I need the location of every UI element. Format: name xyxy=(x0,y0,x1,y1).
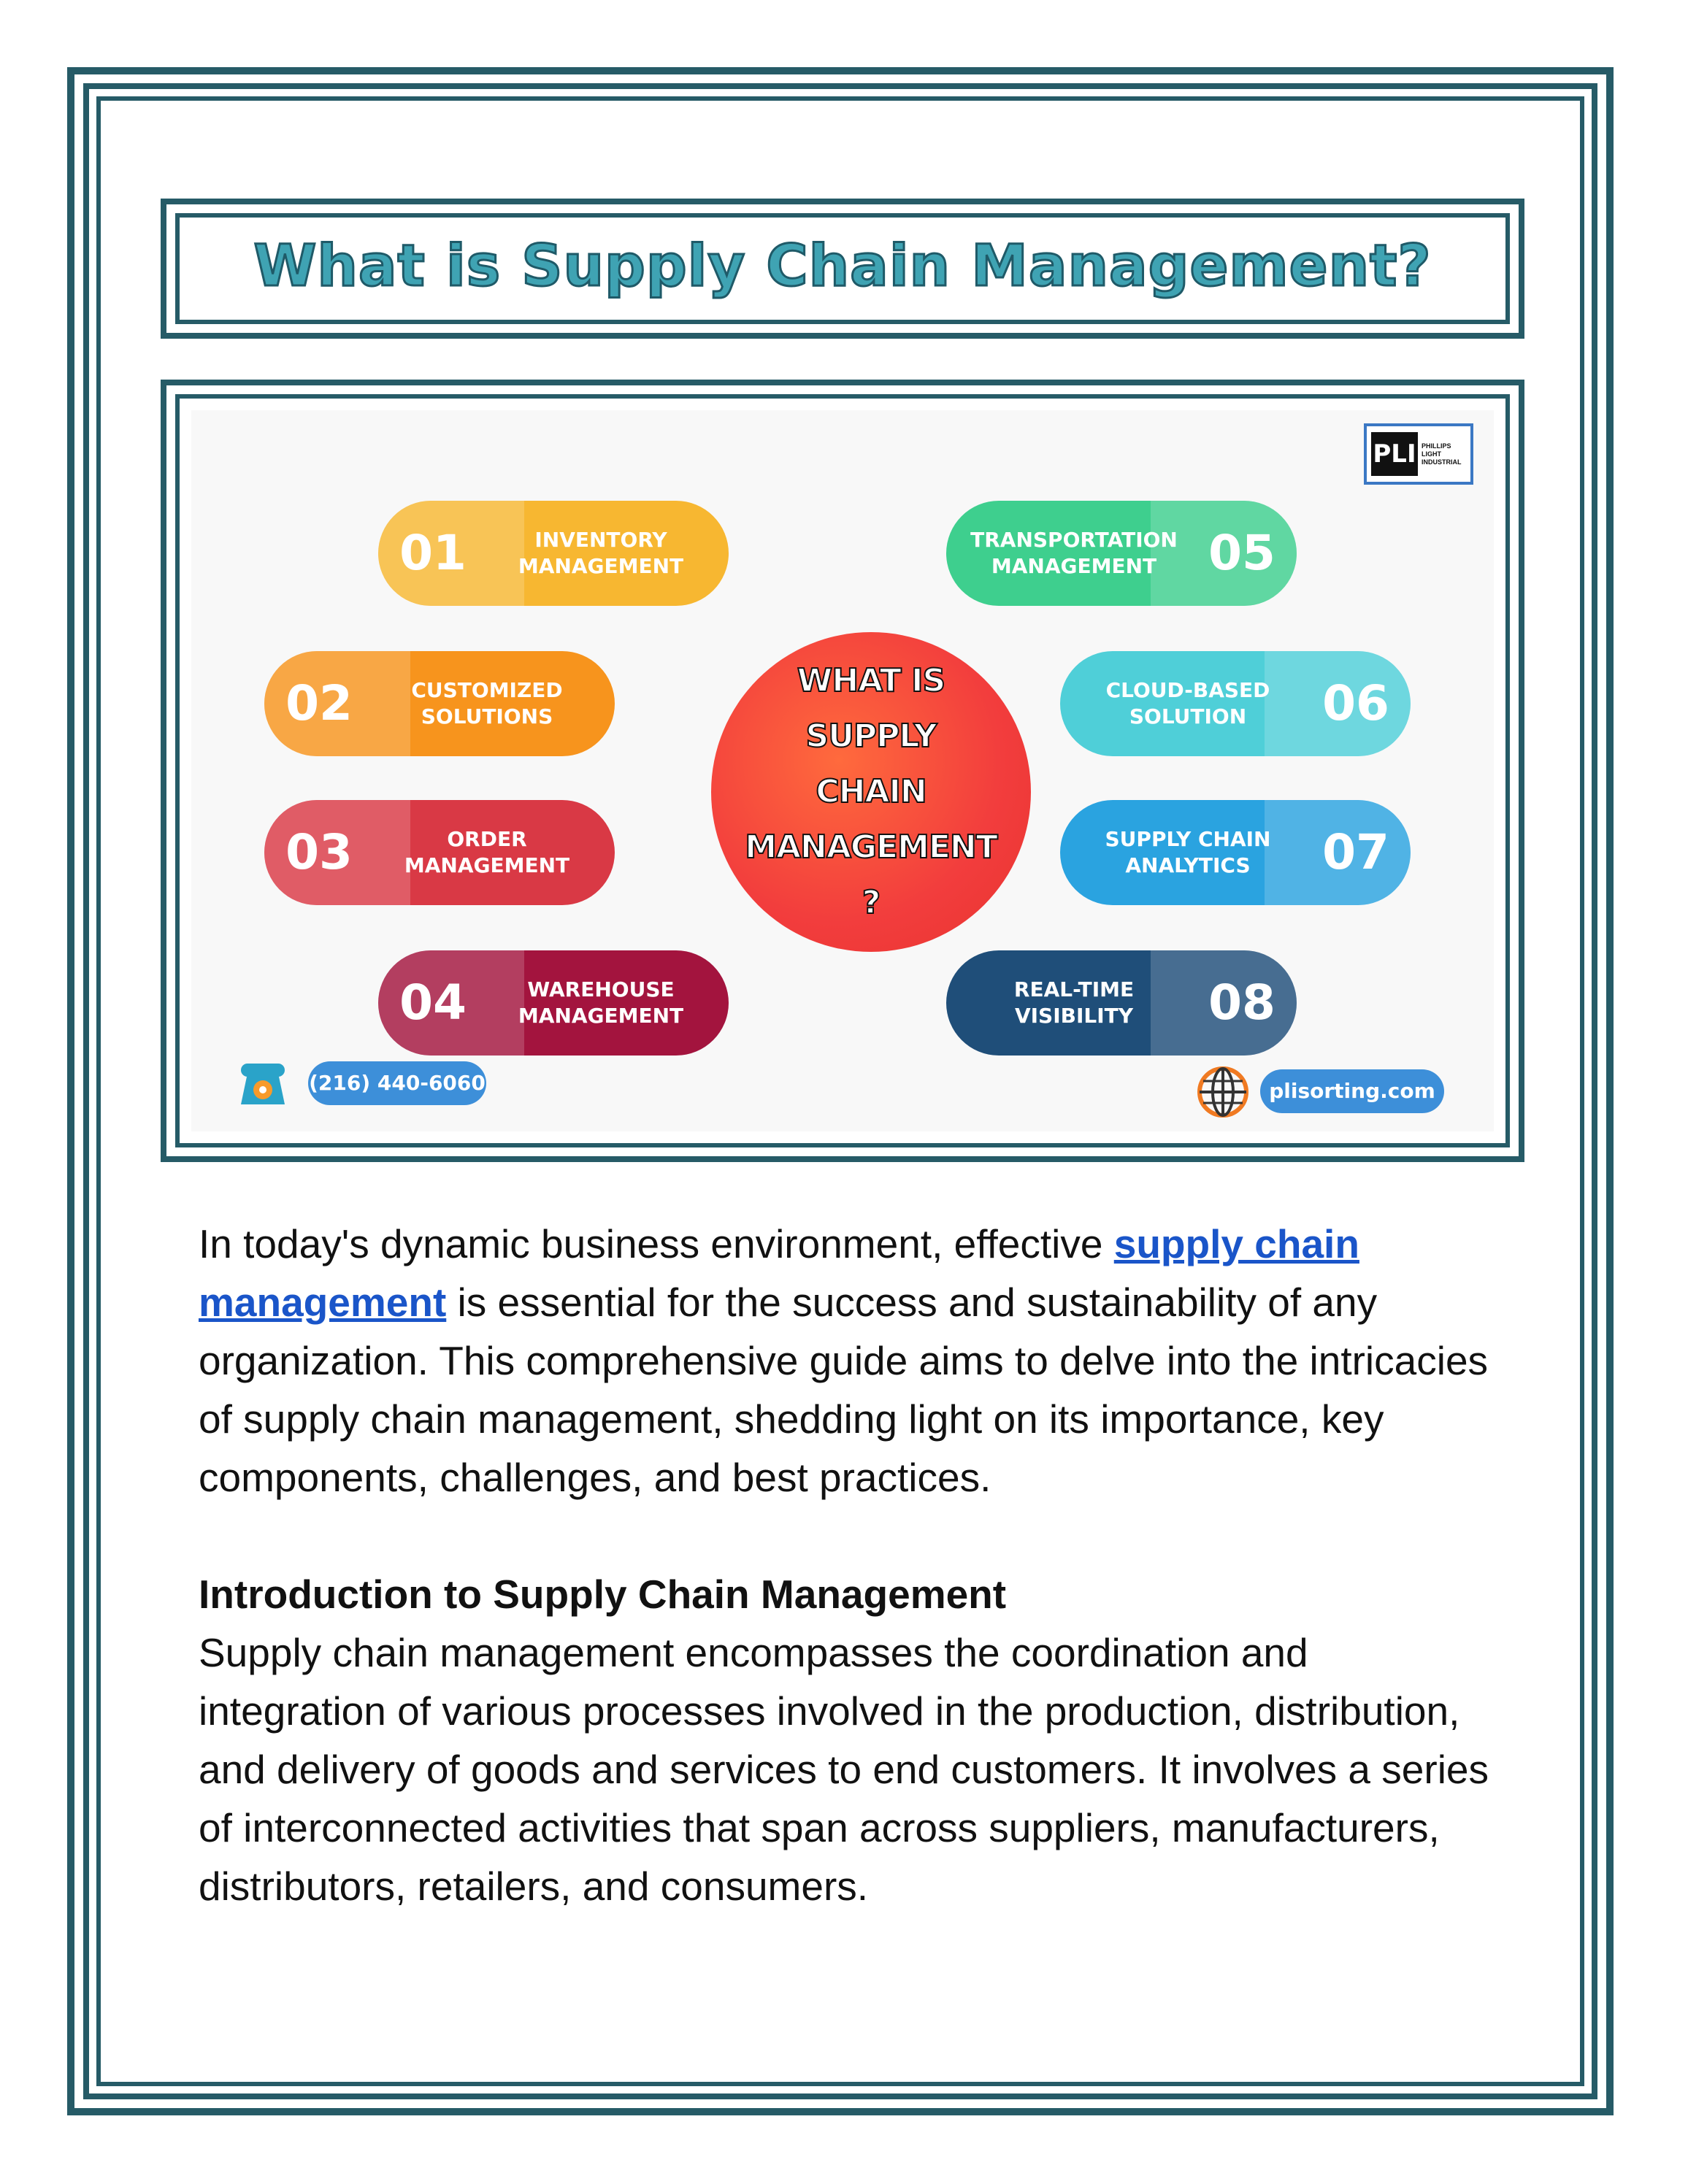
center-line: MANAGEMENT xyxy=(744,828,999,866)
item-number: 08 xyxy=(1208,974,1275,1031)
section-paragraph: Supply chain management encompasses the … xyxy=(199,1630,1489,1909)
item-number: 07 xyxy=(1322,824,1389,880)
section-heading: Introduction to Supply Chain Management xyxy=(199,1572,1007,1617)
center-circle: WHAT IS SUPPLY CHAIN MANAGEMENT ? xyxy=(711,632,1031,952)
article-body: In today's dynamic business environment,… xyxy=(199,1215,1498,1915)
item-number: 02 xyxy=(285,675,353,731)
center-line: WHAT IS xyxy=(797,661,946,700)
intro-paragraph: In today's dynamic business environment,… xyxy=(199,1221,1489,1500)
center-line: SUPPLY xyxy=(805,717,938,755)
infographic: PLI PHILLIPS LIGHT INDUSTRIAL 01 INVENTO… xyxy=(191,410,1494,1131)
supply-chain-management-link[interactable]: supply chain management xyxy=(199,1221,1359,1325)
phone-number[interactable]: (216) 440-6060 xyxy=(308,1061,486,1105)
item-number: 06 xyxy=(1322,675,1389,731)
logo-mark: PLI xyxy=(1371,432,1418,476)
item-number: 03 xyxy=(285,824,353,880)
website-link[interactable]: plisorting.com xyxy=(1260,1069,1444,1113)
phone-icon xyxy=(241,1064,285,1104)
item-number: 04 xyxy=(399,974,467,1031)
globe-icon xyxy=(1197,1066,1248,1118)
item-number: 05 xyxy=(1208,525,1275,581)
company-logo: PLI PHILLIPS LIGHT INDUSTRIAL xyxy=(1364,423,1473,485)
page-border xyxy=(67,67,1614,2115)
logo-name: PHILLIPS LIGHT INDUSTRIAL xyxy=(1422,442,1462,466)
title-box: What is Supply Chain Management? xyxy=(161,199,1524,339)
center-line: CHAIN xyxy=(815,772,927,811)
center-line: ? xyxy=(862,883,881,922)
item-number: 01 xyxy=(399,525,467,581)
infographic-frame: PLI PHILLIPS LIGHT INDUSTRIAL 01 INVENTO… xyxy=(161,380,1524,1162)
page-title: What is Supply Chain Management? xyxy=(253,233,1432,301)
